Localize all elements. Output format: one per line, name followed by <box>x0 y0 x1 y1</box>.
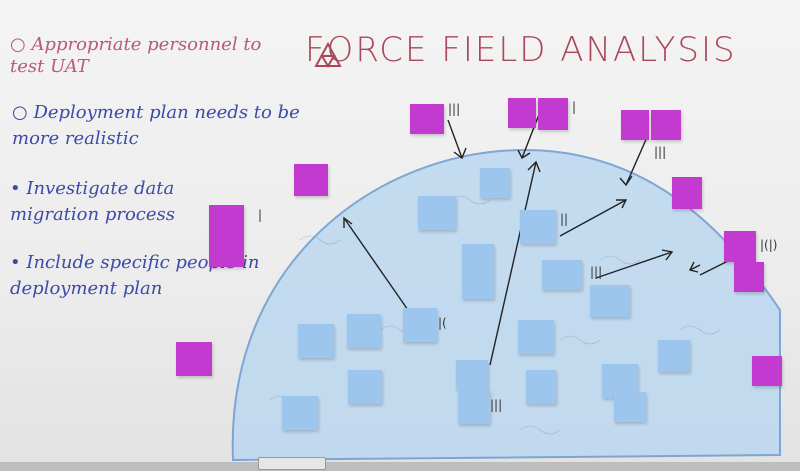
tally-marks: |( <box>438 316 447 330</box>
sticky-note <box>347 314 381 348</box>
sticky-note <box>672 177 702 209</box>
sticky-note <box>209 237 244 267</box>
marker-eraser <box>258 457 326 470</box>
sticky-note <box>456 360 488 390</box>
sticky-note <box>480 168 510 198</box>
sticky-note <box>209 205 244 238</box>
arrow-icon <box>447 111 741 276</box>
triangle-icon <box>314 41 342 68</box>
sticky-note <box>418 196 456 230</box>
sticky-note <box>734 262 764 292</box>
sticky-note <box>294 164 328 196</box>
note-item: • Include specific people in deployment … <box>10 252 260 299</box>
board-title: FORCE FIELD ANALYSIS <box>305 30 737 70</box>
sticky-note <box>621 110 649 140</box>
tally-marks: ||| <box>448 102 461 116</box>
note-item: • Investigate data migration process <box>10 178 175 225</box>
sticky-note <box>462 271 494 299</box>
sticky-note <box>298 324 334 358</box>
note-text: Deployment plan needs to be more realist… <box>12 102 300 149</box>
sticky-note <box>176 342 212 376</box>
tally-marks: | <box>572 100 577 114</box>
sticky-note <box>658 340 690 372</box>
tally-marks: ||| <box>654 145 667 159</box>
sticky-note <box>590 285 630 317</box>
tally-marks: ||| <box>490 398 503 412</box>
note-text: Investigate data migration process <box>10 178 175 225</box>
tally-marks: | <box>258 208 263 222</box>
sticky-note <box>403 308 437 342</box>
note-text: Include specific people in deployment pl… <box>10 252 260 299</box>
note-item: ○ Appropriate personnel to test UAT <box>10 34 262 77</box>
sticky-note <box>348 370 382 404</box>
sticky-note <box>526 370 556 404</box>
sticky-note <box>614 392 646 422</box>
tally-marks: ||| <box>590 265 603 279</box>
tally-marks: || <box>560 212 569 226</box>
marker-tray <box>0 462 800 471</box>
tally-marks: |(|) <box>760 238 778 252</box>
sticky-note <box>410 104 444 134</box>
note-item: ○ Deployment plan needs to be more reali… <box>12 102 300 149</box>
sticky-note <box>651 110 681 140</box>
sticky-note <box>538 98 568 130</box>
sticky-note <box>520 210 556 244</box>
sticky-note <box>542 260 582 290</box>
sticky-note <box>752 356 782 386</box>
sticky-note <box>508 98 536 128</box>
sticky-note <box>518 320 554 354</box>
sticky-note <box>462 244 494 272</box>
sticky-note <box>458 390 490 424</box>
note-text: Appropriate personnel to test UAT <box>10 34 262 77</box>
sticky-note <box>282 396 318 430</box>
sticky-note <box>724 231 756 262</box>
